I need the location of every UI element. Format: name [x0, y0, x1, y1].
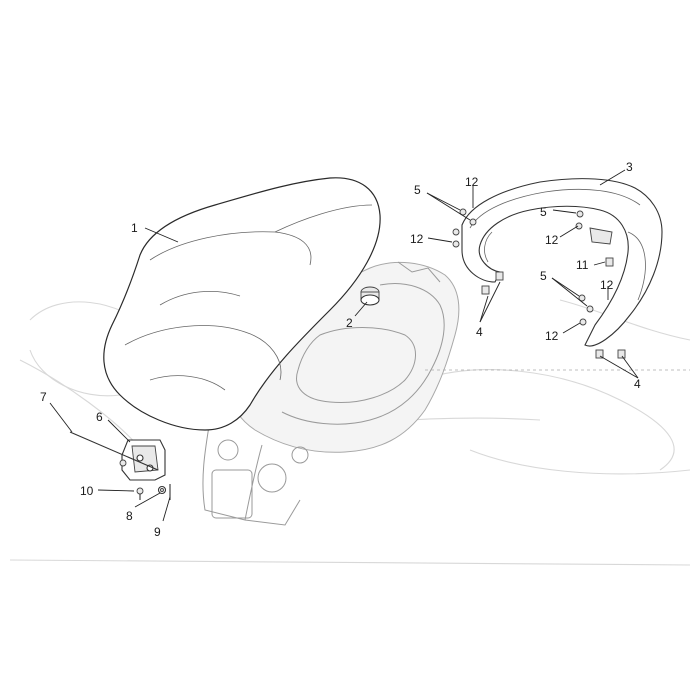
callout-4-upper: 4: [476, 325, 483, 339]
callout-5-low: 5: [540, 269, 547, 283]
callout-8: 8: [126, 509, 133, 523]
hinge-fasteners: [136, 484, 171, 500]
callout-12-b: 12: [410, 232, 424, 246]
callout-11: 11: [576, 258, 589, 272]
callout-12-c: 12: [545, 233, 559, 247]
leader-lines: [49, 169, 639, 522]
callout-4-lower: 4: [634, 377, 641, 391]
seat-bumper: [360, 286, 380, 306]
grab-rail-fasteners: [452, 208, 626, 359]
rear-grab-rail: [461, 178, 663, 347]
callout-2: 2: [346, 316, 353, 330]
callout-7: 7: [40, 390, 47, 404]
callout-12-e: 12: [545, 329, 559, 343]
callout-12-a: 12: [465, 175, 479, 189]
callout-5-mid: 5: [540, 205, 547, 219]
callout-12-d: 12: [600, 278, 614, 292]
callout-5-top: 5: [414, 183, 421, 197]
callout-6: 6: [96, 410, 103, 424]
callout-9: 9: [154, 525, 161, 539]
callout-1: 1: [131, 221, 138, 235]
storage-compartment-frame: [202, 261, 690, 526]
seat-hinge-bracket: [69, 431, 166, 481]
seat: [103, 177, 381, 431]
callout-3: 3: [626, 160, 633, 174]
callout-labels: 1 2 3 4 4 5 5 5 6 7 8 9 10 11 12 12 12 1…: [40, 160, 641, 539]
callout-10: 10: [80, 484, 94, 498]
